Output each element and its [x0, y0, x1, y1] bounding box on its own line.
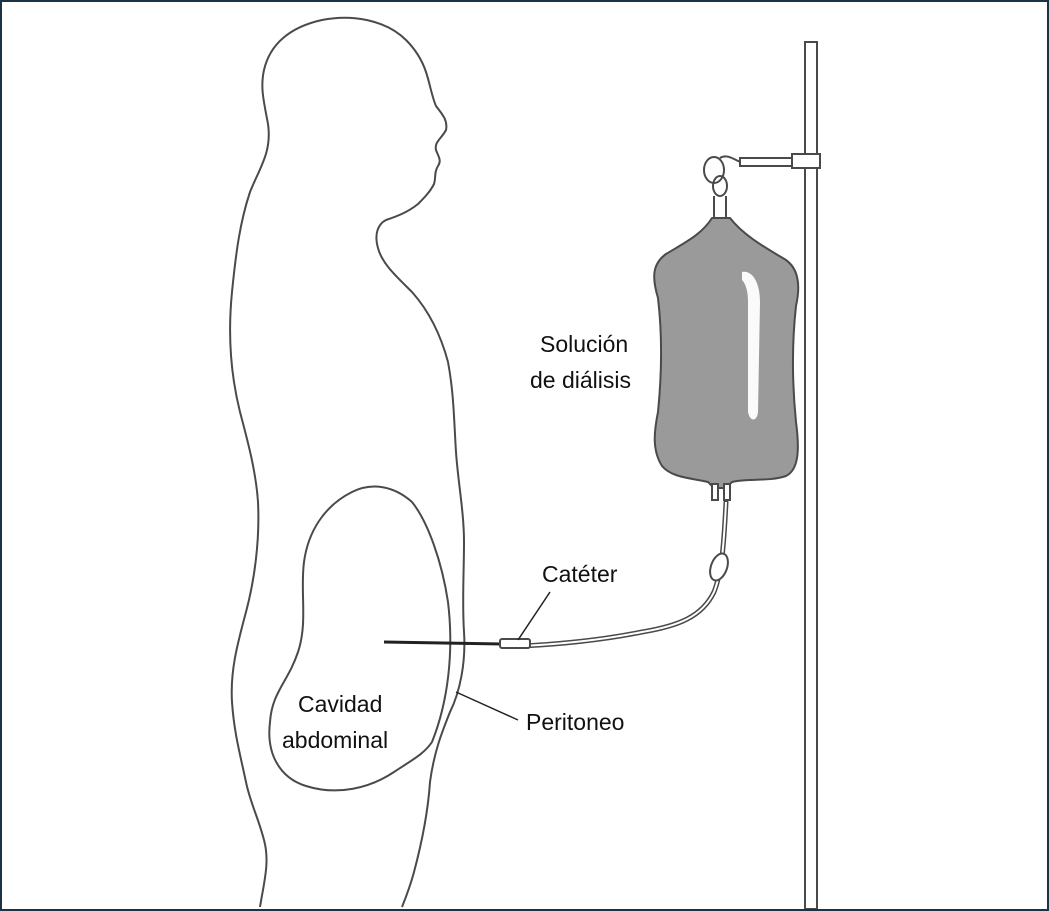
solution-label-line1: Solución	[540, 331, 628, 357]
cavity-label-line1: Cavidad	[298, 691, 382, 717]
drip-chamber	[707, 551, 732, 583]
peritoneum-label: Peritoneo	[526, 709, 624, 735]
catheter-label: Catéter	[542, 561, 618, 587]
bag-hook	[704, 156, 740, 224]
solution-label-line2: de diálisis	[530, 367, 631, 393]
peritoneum-leader-line	[456, 692, 518, 720]
body-outline	[230, 18, 464, 907]
cavity-label-line2: abdominal	[282, 727, 388, 753]
dialysis-solution-bag	[654, 218, 798, 488]
catheter-leader-line	[518, 592, 550, 640]
catheter-connector	[500, 639, 530, 648]
catheter-line	[384, 642, 502, 644]
